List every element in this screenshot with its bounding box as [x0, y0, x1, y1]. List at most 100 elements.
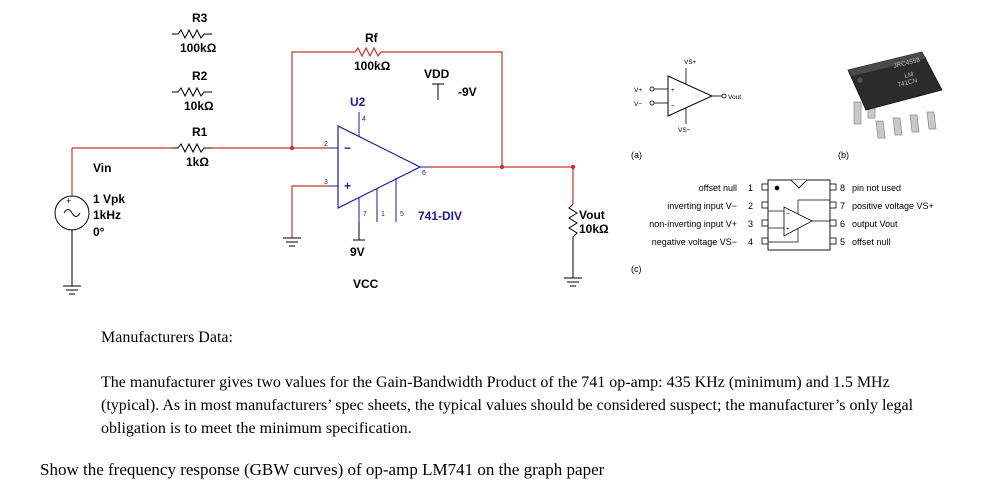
figure-a-vminus-terminal: [649, 100, 655, 106]
pin-box-8: [829, 183, 837, 191]
manufacturers-heading: Manufacturers Data:: [101, 329, 233, 346]
resistor-r2: R2 10kΩ: [172, 69, 214, 113]
pin-label-left-2: inverting input V−: [667, 201, 737, 211]
pinout-plus: +: [786, 226, 790, 233]
vcc-value: 9V: [350, 245, 365, 259]
pin-box-2: [761, 201, 769, 209]
pin-label-right-5: offset null: [852, 237, 890, 247]
resistor-r3: R3 100kΩ: [172, 11, 217, 55]
figure-a-vout: Vout: [728, 94, 741, 101]
figure-a-plus: +: [671, 87, 675, 94]
sine-wave-icon: [63, 209, 81, 217]
load-name: Vout: [579, 208, 605, 222]
pin-num-left-4: 4: [748, 237, 753, 247]
ground-icon: [564, 277, 582, 287]
r3-ref: R3: [192, 11, 208, 25]
pin-num-right-8: 8: [840, 183, 845, 193]
pin1-dot-icon: [774, 185, 780, 191]
figure-a-triangle-icon: [667, 75, 714, 117]
source-plus-mark: +: [66, 196, 71, 206]
ac-source-vin: Vin + 1 Vpk 1kHz 0°: [54, 161, 125, 295]
output-junction-right: [570, 164, 576, 170]
pin-label-right-6: output Vout: [852, 219, 898, 229]
ground-icon: [63, 285, 81, 295]
schematic-svg: R3 100kΩ R2 10kΩ R1 1kΩ Rf 100kΩ U2 4 2 …: [54, 11, 943, 295]
chip-marking-3: 741CN: [897, 77, 919, 89]
pin-label-right-8: pin not used: [852, 183, 901, 193]
noninv-ground-wire: [291, 185, 330, 238]
resistor-rf: Rf 100kΩ: [291, 31, 503, 166]
gbw-paragraph: The manufacturer gives two values for th…: [101, 374, 914, 437]
figure-a-vminus: V−: [634, 101, 642, 108]
opamp-pin4: 4: [362, 116, 366, 123]
chip-notch: [857, 77, 863, 83]
pin-num-left-1: 1: [748, 183, 753, 193]
pin-num-right-5: 5: [840, 237, 845, 247]
r1-zigzag-icon: [172, 142, 212, 154]
source-frequency: 1kHz: [93, 208, 121, 222]
figure-a-out-terminal: [721, 93, 727, 99]
pin-num-right-7: 7: [840, 201, 845, 211]
pin-label-right-7: positive voltage VS+: [852, 201, 934, 211]
opamp-pin2: 2: [324, 141, 328, 148]
output-junction-left: [499, 164, 505, 170]
pin-box-5: [829, 237, 837, 245]
vdd-name: VDD: [424, 67, 450, 81]
opamp-model: 741-DIV: [418, 209, 462, 223]
pin-label-left-4: negative voltage VS−: [652, 237, 737, 247]
r2-value: 10kΩ: [184, 99, 214, 113]
load-value: 10kΩ: [579, 222, 609, 236]
resistor-r1: R1 1kΩ: [172, 125, 212, 169]
pinout-minus: −: [786, 211, 790, 218]
opamp-pin7: 7: [363, 211, 367, 218]
pin-num-left-2: 2: [748, 201, 753, 211]
opamp-plus-sign: +: [344, 179, 351, 193]
figure-a-vsminus: VS−: [678, 127, 691, 134]
opamp-minus-sign: −: [344, 141, 351, 155]
r1-value: 1kΩ: [186, 155, 209, 169]
output-wire: [430, 166, 574, 204]
vdd-value: -9V: [458, 85, 477, 99]
source-amplitude: 1 Vpk: [93, 192, 125, 206]
ground-icon: [283, 237, 301, 247]
opamp-pin5: 5: [400, 211, 404, 218]
pin-num-left-3: 3: [748, 219, 753, 229]
figure-c-pinout: − + offset null 1 inverting input V− 2 n…: [631, 179, 934, 274]
pin-label-left-1: offset null: [699, 183, 737, 193]
task-instruction: Show the frequency response (GBW curves)…: [40, 460, 605, 479]
r2-zigzag-icon: [172, 86, 212, 98]
figure-a-opamp-symbol: + − V+ V− Vout VS+ VS− (a): [631, 59, 741, 160]
opamp-pin3: 3: [324, 179, 328, 186]
rf-ref: Rf: [365, 31, 379, 45]
pin-box-4: [761, 237, 769, 245]
vin-name: Vin: [93, 161, 111, 175]
figure-a-vplus-terminal: [649, 86, 655, 92]
vcc-name: VCC: [353, 277, 379, 291]
figure-a-vsplus: VS+: [684, 59, 697, 66]
feedback-wire: [291, 46, 503, 166]
figure-b-chip-illustration: JRC4558 LM 741CN (b): [838, 51, 943, 160]
load-resistor: Vout 10kΩ: [564, 203, 609, 287]
r1-ref: R1: [192, 125, 208, 139]
rf-value: 100kΩ: [354, 59, 391, 73]
opamp-pin1: 1: [381, 211, 385, 218]
opamp-pin6: 6: [422, 170, 426, 177]
r2-ref: R2: [192, 69, 208, 83]
source-phase: 0°: [93, 225, 105, 239]
r3-zigzag-icon: [172, 28, 212, 40]
vdd-supply: VDD -9V: [424, 67, 477, 100]
pin-num-right-6: 6: [840, 219, 845, 229]
pin-label-left-3: non-inverting input V+: [649, 219, 737, 229]
chip-marking-2: LM: [904, 71, 914, 80]
r3-value: 100kΩ: [180, 41, 217, 55]
pin-box-6: [829, 219, 837, 227]
pinout-notch-icon: [790, 179, 808, 189]
pin-box-7: [829, 201, 837, 209]
opamp-triangle-icon: [337, 125, 422, 209]
pin-box-1: [761, 183, 769, 191]
figure-a-minus: −: [671, 103, 675, 110]
opamp-u2: U2 4 2 − 3 + 6 7 1 5 741-DIV: [324, 95, 462, 223]
vcc-supply: 9V VCC: [350, 222, 379, 291]
figure-b-label: (b): [838, 150, 849, 160]
